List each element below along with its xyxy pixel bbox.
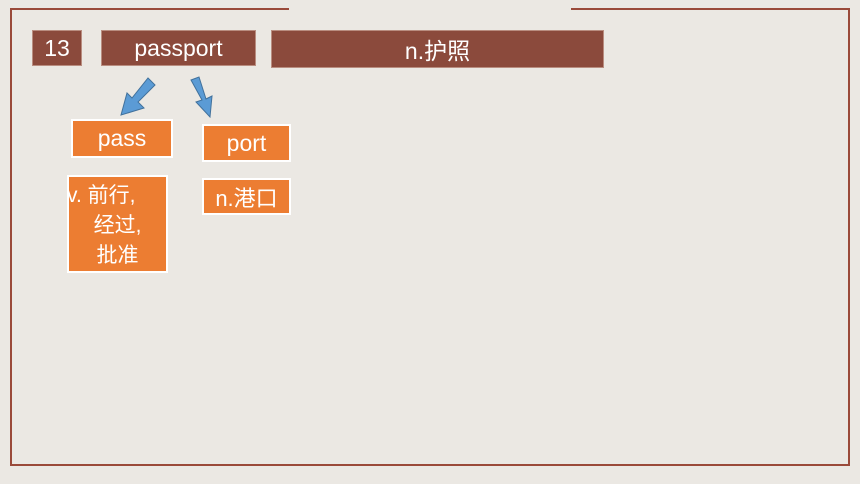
part-meaning-pass: v. 前行, 经过, 批准	[67, 175, 168, 273]
vocab-word-box: passport	[101, 30, 256, 66]
meaning-line: v. 前行,	[67, 184, 136, 207]
frame-top-right-line	[571, 8, 850, 10]
word-number-badge: 13	[32, 30, 82, 66]
part-box-pass: pass	[71, 119, 173, 158]
frame-left-line	[10, 8, 12, 466]
frame-top-left-line	[10, 8, 289, 10]
frame-bottom-line	[10, 464, 850, 466]
arrow-down-left-icon	[120, 77, 156, 116]
vocab-meaning-box: n.护照	[271, 30, 604, 68]
part-meaning-port: n.港口	[202, 178, 291, 215]
arrow-down-right-icon	[190, 76, 213, 119]
meaning-line: 经过,	[93, 214, 142, 237]
part-box-port: port	[202, 124, 291, 162]
meaning-line: 批准	[96, 244, 139, 267]
frame-right-line	[848, 8, 850, 466]
